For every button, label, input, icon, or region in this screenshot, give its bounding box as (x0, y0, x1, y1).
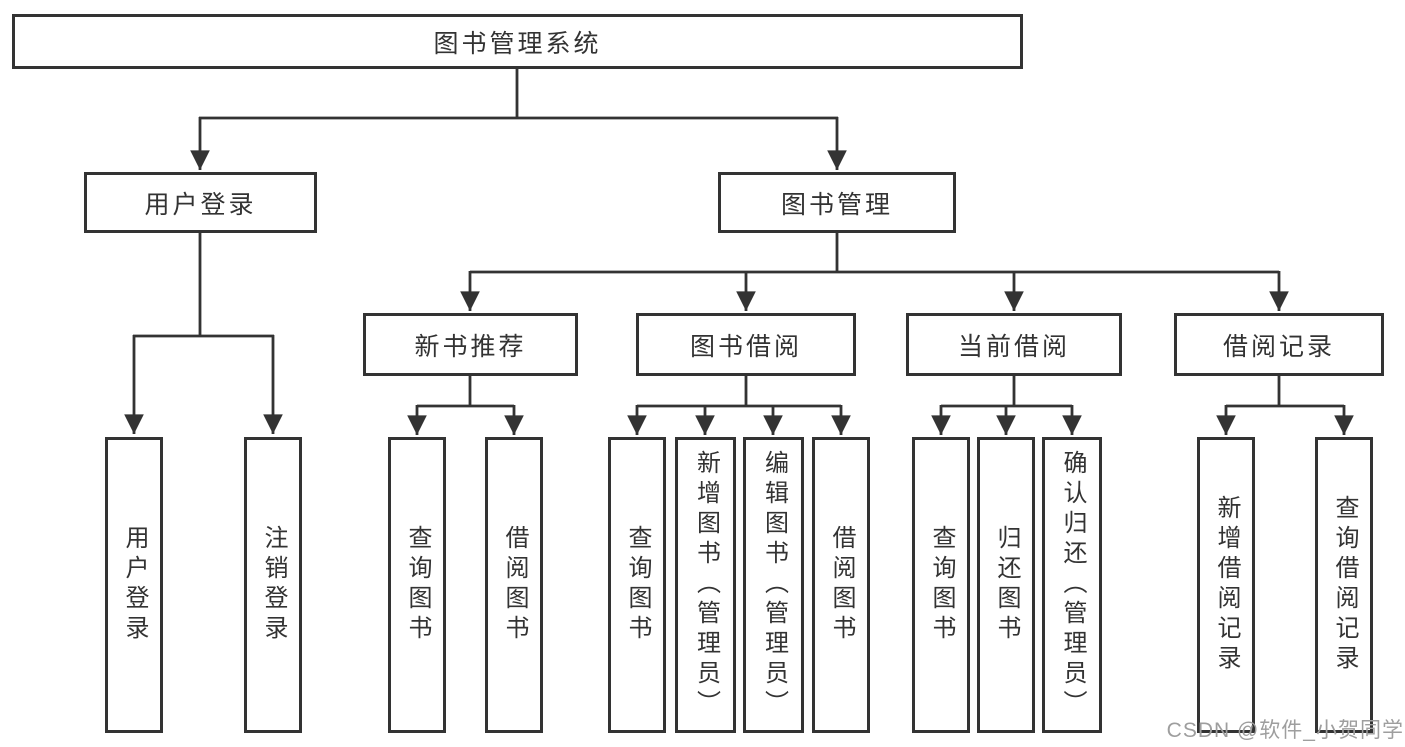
leaf-user-login: 用户登录 (105, 437, 163, 733)
leaf-borrow-book-2: 借阅图书 (812, 437, 870, 733)
node-new-book-recommend: 新书推荐 (363, 313, 578, 376)
leaf-edit-book-admin-label: 编辑图书（管理员） (760, 450, 788, 720)
node-current-borrow-label: 当前借阅 (957, 332, 1070, 361)
leaf-confirm-return-admin-label: 确认归还（管理员） (1059, 450, 1086, 720)
leaf-confirm-return-admin: 确认归还（管理员） (1042, 437, 1102, 733)
node-root-label: 图书管理系统 (433, 29, 602, 58)
leaf-query-book-1: 查询图书 (388, 437, 446, 733)
leaf-query-book-2: 查询图书 (608, 437, 666, 733)
leaf-logout: 注销登录 (244, 437, 302, 733)
leaf-user-login-label: 用户登录 (121, 525, 148, 645)
node-new-book-recommend-label: 新书推荐 (414, 332, 527, 361)
leaf-return-book-label: 归还图书 (993, 525, 1020, 645)
node-book-borrow: 图书借阅 (636, 313, 856, 376)
leaf-borrow-book-1: 借阅图书 (485, 437, 543, 733)
node-user-login: 用户登录 (84, 172, 317, 233)
leaf-add-borrow-record: 新增借阅记录 (1197, 437, 1255, 733)
leaf-return-book: 归还图书 (977, 437, 1035, 733)
node-book-mgmt: 图书管理 (718, 172, 956, 233)
node-borrow-record: 借阅记录 (1174, 313, 1384, 376)
leaf-edit-book-admin: 编辑图书（管理员） (743, 437, 804, 733)
leaf-query-book-3-label: 查询图书 (928, 525, 955, 645)
node-user-login-label: 用户登录 (144, 190, 257, 219)
leaf-borrow-book-1-label: 借阅图书 (501, 525, 528, 645)
leaf-query-book-2-label: 查询图书 (624, 525, 651, 645)
leaf-add-borrow-record-label: 新增借阅记录 (1213, 495, 1240, 675)
leaf-query-borrow-record-label: 查询借阅记录 (1331, 495, 1358, 675)
node-borrow-record-label: 借阅记录 (1222, 332, 1335, 361)
csdn-watermark: CSDN @软件_小贺同学 (1166, 719, 1404, 742)
node-book-mgmt-label: 图书管理 (780, 190, 893, 219)
leaf-query-book-3: 查询图书 (912, 437, 970, 733)
leaf-logout-label: 注销登录 (260, 525, 287, 645)
leaf-add-book-admin: 新增图书（管理员） (675, 437, 736, 733)
leaf-query-borrow-record: 查询借阅记录 (1315, 437, 1373, 733)
leaf-query-book-1-label: 查询图书 (404, 525, 431, 645)
node-root: 图书管理系统 (12, 14, 1023, 69)
node-current-borrow: 当前借阅 (906, 313, 1122, 376)
leaf-borrow-book-2-label: 借阅图书 (828, 525, 855, 645)
leaf-add-book-admin-label: 新增图书（管理员） (692, 450, 720, 720)
node-book-borrow-label: 图书借阅 (689, 332, 802, 361)
